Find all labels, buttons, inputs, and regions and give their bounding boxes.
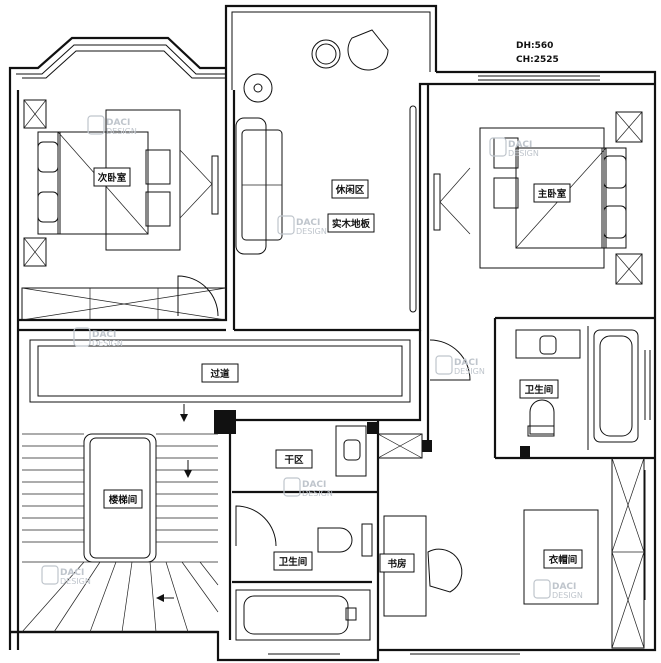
watermark-brand: DACI: [508, 140, 532, 150]
watermark-brand: DACI: [302, 480, 326, 490]
master-bath-fixtures: [515, 329, 639, 443]
watermark-sub: DESIGN: [508, 149, 539, 158]
label-master: 主卧室: [533, 183, 571, 203]
svg-text:休闲区: 休闲区: [335, 184, 365, 196]
svg-text:主卧室: 主卧室: [538, 188, 567, 200]
svg-text:过道: 过道: [210, 368, 230, 380]
svg-text:衣帽间: 衣帽间: [549, 554, 578, 566]
master-furniture: [433, 111, 643, 285]
cloak-furniture: [523, 457, 645, 649]
label-wood-floor: 实木地板: [327, 213, 375, 233]
watermark-brand: DACI: [92, 330, 116, 340]
svg-text:卫生间: 卫生间: [525, 384, 554, 396]
svg-text:干区: 干区: [284, 455, 304, 466]
watermark-sub: DESIGN: [454, 367, 485, 376]
label-study: 书房: [379, 553, 415, 573]
svg-text:实木地板: 实木地板: [332, 218, 371, 230]
watermark-sub: DESIGN: [92, 339, 123, 348]
bedroom2-furniture: [21, 99, 227, 321]
closet-x: [377, 433, 423, 459]
label-leisure: 休闲区: [331, 179, 369, 199]
watermark-brand: DACI: [552, 582, 576, 592]
label-master-bath: 卫生间: [519, 379, 559, 399]
watermark-brand: DACI: [296, 218, 320, 228]
watermark: DACI DESIGN DACI DESIGN DACI DESIGN DACI…: [41, 115, 583, 600]
label-corridor: 过道: [201, 363, 239, 383]
svg-text:次卧室: 次卧室: [98, 172, 127, 184]
bath-fixtures: [235, 425, 373, 641]
leisure-furniture: [235, 29, 417, 313]
corridor-area: [29, 339, 471, 422]
svg-text:楼梯间: 楼梯间: [109, 494, 138, 506]
watermark-brand: DACI: [106, 118, 130, 128]
watermark-sub: DESIGN: [296, 227, 327, 236]
label-bath: 卫生间: [273, 551, 313, 571]
svg-text:书房: 书房: [387, 558, 406, 570]
watermark-sub: DESIGN: [60, 577, 91, 586]
stairs: [21, 433, 219, 633]
watermark-sub: DESIGN: [552, 591, 583, 600]
label-stair: 楼梯间: [103, 489, 143, 509]
label-cloak: 衣帽间: [543, 549, 583, 569]
watermark-brand: DACI: [454, 358, 478, 368]
room-labels: 次卧室 休闲区 实木地板 主卧室 过道 干区 卫生间 楼梯间: [93, 167, 583, 573]
svg-text:卫生间: 卫生间: [279, 556, 308, 568]
dh-dimension: DH:560: [516, 41, 553, 51]
ch-dimension: CH:2525: [516, 55, 559, 65]
watermark-sub: DESIGN: [106, 127, 137, 136]
label-dry-zone: 干区: [275, 449, 313, 469]
watermark-sub: DESIGN: [302, 489, 333, 498]
watermark-brand: DACI: [60, 568, 84, 578]
label-bedroom2: 次卧室: [93, 167, 131, 187]
